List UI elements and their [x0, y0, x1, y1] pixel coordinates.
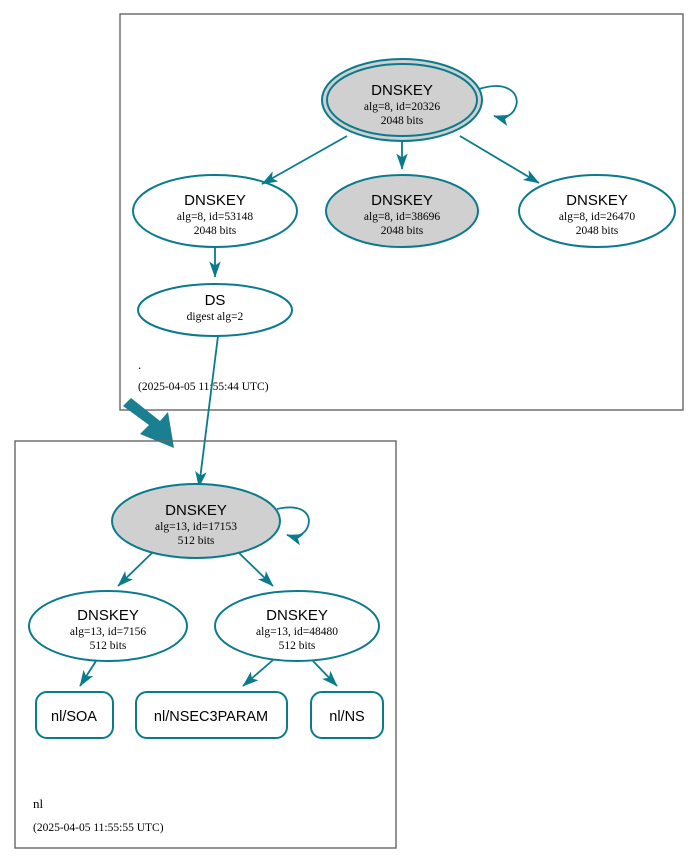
- node-dnskey-root-zsk-53148[interactable]: DNSKEY alg=8, id=53148 2048 bits: [132, 174, 298, 248]
- edge-self-sign-path: [478, 85, 518, 126]
- node-outline: [214, 590, 380, 662]
- node-title: DNSKEY: [371, 192, 433, 209]
- node-detail-keysize: 2048 bits: [576, 225, 619, 237]
- node-title: DNSKEY: [165, 502, 227, 519]
- rrset-label: nl/NSEC3PARAM: [154, 709, 268, 725]
- node-outline: [111, 483, 281, 559]
- node-detail-keysize: 512 bits: [90, 640, 127, 652]
- zone-label-nl: nl: [33, 796, 44, 811]
- node-detail-keysize: 512 bits: [178, 535, 215, 547]
- node-ds-nl[interactable]: DS digest alg=2: [137, 283, 293, 337]
- node-dnskey-root-zsk-26470[interactable]: DNSKEY alg=8, id=26470 2048 bits: [518, 174, 676, 248]
- rrset-label: nl/SOA: [51, 709, 97, 725]
- node-detail-keysize: 2048 bits: [381, 225, 424, 237]
- zone-cluster-nl: DNSKEY alg=13, id=17153 512 bits DNSKEY …: [14, 440, 397, 849]
- edge-nl-zsk-7156-to-soa: [79, 660, 97, 687]
- node-outline-inner: [326, 63, 478, 137]
- zone-label-root: .: [138, 357, 141, 372]
- edge-nl-zsk-48480-to-ns: [312, 660, 338, 687]
- node-dnskey-root-ksk-20326[interactable]: DNSKEY alg=8, id=20326 2048 bits: [321, 58, 483, 142]
- edge-root-ksk-to-zsk-53148: [261, 135, 348, 185]
- zone-timestamp-root: (2025-04-05 11:55:44 UTC): [138, 381, 269, 393]
- node-outline: [325, 174, 479, 248]
- zone-cluster-nl-border: [14, 440, 397, 849]
- edge-root-ksk-to-zsk-26470: [459, 135, 540, 184]
- node-dnskey-nl-zsk-7156[interactable]: DNSKEY alg=13, id=7156 512 bits: [28, 590, 188, 662]
- node-title: DNSKEY: [371, 82, 433, 99]
- rrset-outline: [35, 691, 114, 739]
- rrset-nl-soa[interactable]: nl/SOA: [35, 691, 114, 739]
- edge-nl-ksk-to-zsk-48480: [237, 551, 274, 587]
- node-detail-keysize: 512 bits: [279, 640, 316, 652]
- node-title: DNSKEY: [266, 607, 328, 624]
- node-detail-alg-id: alg=13, id=17153: [155, 521, 237, 533]
- edge-self-sign-root-ksk: [478, 85, 518, 126]
- node-detail-alg-id: alg=8, id=26470: [559, 211, 635, 223]
- rrset-label: nl/NS: [329, 709, 364, 725]
- rrset-nl-ns[interactable]: nl/NS: [310, 691, 384, 739]
- node-detail-alg-id: alg=13, id=7156: [70, 626, 146, 638]
- node-outline: [518, 174, 676, 248]
- node-outline: [137, 283, 293, 337]
- node-outline: [28, 590, 188, 662]
- node-detail-alg-id: alg=8, id=20326: [364, 101, 440, 113]
- node-title: DNSKEY: [77, 607, 139, 624]
- rrset-nl-nsec3param[interactable]: nl/NSEC3PARAM: [135, 691, 288, 739]
- edge-nl-ksk-to-zsk-7156: [117, 551, 154, 587]
- edge-ds-to-nl-ksk: [195, 335, 219, 488]
- zone-cluster-root-border: [119, 13, 684, 411]
- zone-timestamp-nl: (2025-04-05 11:55:55 UTC): [33, 822, 164, 834]
- node-dnskey-nl-zsk-48480[interactable]: DNSKEY alg=13, id=48480 512 bits: [214, 590, 380, 662]
- node-title: DS: [205, 292, 226, 309]
- node-detail-alg-id: alg=8, id=38696: [364, 211, 440, 223]
- edge-nl-zsk-48480-to-nsec3param: [242, 659, 274, 687]
- node-dnskey-root-zsk-38696[interactable]: DNSKEY alg=8, id=38696 2048 bits: [325, 174, 479, 248]
- node-detail-keysize: 2048 bits: [381, 115, 424, 127]
- node-dnskey-nl-ksk-17153[interactable]: DNSKEY alg=13, id=17153 512 bits: [111, 483, 281, 559]
- node-detail-digest: digest alg=2: [187, 311, 244, 323]
- rrset-outline: [135, 691, 288, 739]
- rrset-outline: [310, 691, 384, 739]
- node-detail-alg-id: alg=8, id=53148: [177, 211, 253, 223]
- node-detail-alg-id: alg=13, id=48480: [256, 626, 338, 638]
- edge-self-sign-path: [276, 506, 310, 546]
- edge-self-sign-nl-ksk: [276, 506, 310, 546]
- zone-cluster-root: DNSKEY alg=8, id=20326 2048 bits DNSKEY …: [119, 13, 684, 411]
- node-title: DNSKEY: [184, 192, 246, 209]
- node-title: DNSKEY: [566, 192, 628, 209]
- node-detail-keysize: 2048 bits: [194, 225, 237, 237]
- zone-delegation-arrow-icon: [123, 398, 174, 448]
